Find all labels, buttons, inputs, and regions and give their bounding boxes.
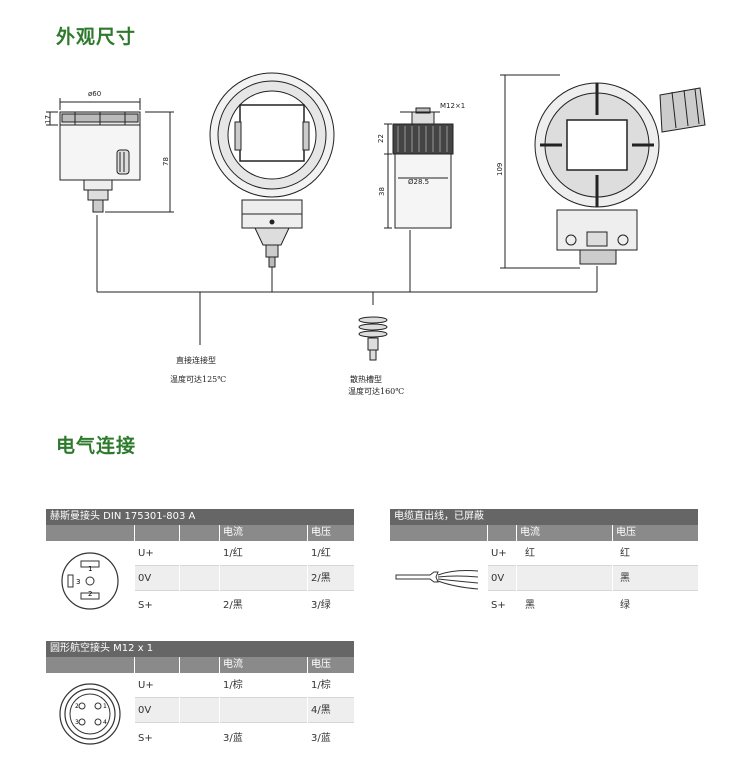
header-voltage: 电压 bbox=[307, 525, 354, 541]
svg-text:散热槽型: 散热槽型 bbox=[350, 374, 382, 384]
sensor-housing-3 bbox=[384, 107, 454, 229]
electrical-heading: 电气连接 bbox=[56, 435, 137, 457]
table-row: U+ 红 红 bbox=[390, 541, 698, 566]
svg-text:温度可达160℃: 温度可达160℃ bbox=[348, 386, 404, 396]
dimension-labels: ø60 17 78 M12×1 22 38 Ø28.5 109 直接连接型 温度… bbox=[44, 90, 504, 396]
pin-label: 3 bbox=[75, 719, 79, 726]
svg-text:Ø28.5: Ø28.5 bbox=[408, 178, 429, 186]
svg-text:38: 38 bbox=[378, 187, 386, 196]
pin-label: 2 bbox=[75, 703, 79, 710]
sensor-housing-4 bbox=[500, 74, 706, 269]
svg-text:78: 78 bbox=[162, 157, 170, 166]
table-row: U+ 1/棕 1/棕 bbox=[46, 673, 354, 698]
pin-label: 3 bbox=[76, 578, 80, 586]
m12-connector-diagram: 2 1 3 4 bbox=[46, 673, 134, 755]
table-row: S+ 黑 绿 bbox=[491, 600, 630, 611]
header-voltage: 电压 bbox=[612, 525, 698, 541]
din-connector-table: 赫斯曼接头 DIN 175301-803 A 电流 电压 U+ 1/红 1/红 … bbox=[46, 509, 354, 621]
cable-diagram bbox=[390, 541, 487, 621]
sensor-housing-2 bbox=[209, 72, 335, 268]
pin-label: 4 bbox=[103, 719, 107, 726]
svg-text:温度可达125℃: 温度可达125℃ bbox=[170, 374, 226, 384]
table-title: 赫斯曼接头 DIN 175301-803 A bbox=[46, 509, 354, 525]
svg-text:ø60: ø60 bbox=[88, 90, 101, 98]
header-current: 电流 bbox=[516, 525, 612, 541]
dimension-drawing: ø60 17 78 M12×1 22 38 Ø28.5 109 直接连接型 温度… bbox=[44, 72, 706, 396]
svg-text:17: 17 bbox=[44, 115, 52, 124]
pin-label: 1 bbox=[103, 703, 107, 710]
svg-text:22: 22 bbox=[377, 134, 385, 143]
cable-table: 电缆直出线，已屏蔽 电流 电压 U+ 红 红 0V 黑 S+ 黑 绿 bbox=[390, 509, 698, 621]
dimensions-heading: 外观尺寸 bbox=[56, 26, 137, 48]
table-row: U+ 1/红 1/红 bbox=[46, 541, 354, 566]
pin-label: 2 bbox=[88, 590, 92, 598]
svg-text:M12×1: M12×1 bbox=[440, 102, 465, 110]
header-voltage: 电压 bbox=[307, 657, 354, 673]
din-connector-diagram: 1 2 3 bbox=[46, 541, 134, 621]
header-current: 电流 bbox=[219, 525, 307, 541]
table-row: S+ 2/黑 3/绿 bbox=[138, 600, 331, 611]
sensor-housing-1 bbox=[46, 98, 174, 213]
table-title: 电缆直出线，已屏蔽 bbox=[390, 509, 698, 525]
cooling-fin-fitting bbox=[358, 316, 388, 361]
svg-text:109: 109 bbox=[496, 163, 504, 176]
table-title: 圆形航空接头 M12 x 1 bbox=[46, 641, 354, 657]
pin-label: 1 bbox=[88, 565, 92, 573]
header-current: 电流 bbox=[219, 657, 307, 673]
svg-text:直接连接型: 直接连接型 bbox=[176, 355, 216, 365]
table-row: S+ 3/蓝 3/蓝 bbox=[138, 733, 331, 744]
m12-connector-table: 圆形航空接头 M12 x 1 电流 电压 U+ 1/棕 1/棕 0V 4/黑 S… bbox=[46, 641, 354, 755]
